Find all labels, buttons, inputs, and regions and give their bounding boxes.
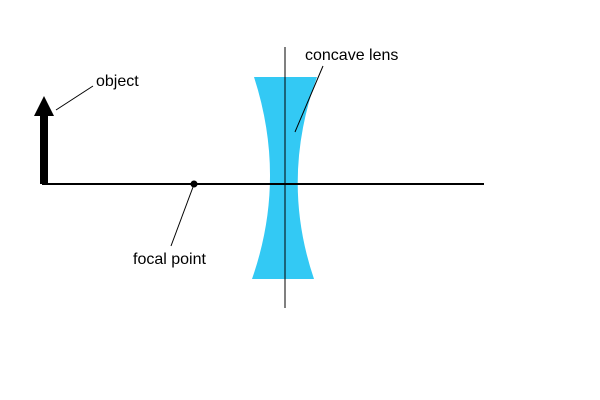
object-arrow-shaft — [40, 114, 48, 184]
focal-point-leader-line — [170, 186, 194, 247]
focal-point-dot — [190, 180, 198, 188]
object-leader-line — [55, 85, 94, 111]
object-arrow-head — [34, 96, 54, 116]
lens-leader-line — [294, 65, 324, 133]
object-arrow — [34, 96, 54, 184]
object-label: object — [96, 73, 139, 90]
focal-point-label: focal point — [133, 251, 206, 268]
lens-label: concave lens — [305, 47, 398, 64]
